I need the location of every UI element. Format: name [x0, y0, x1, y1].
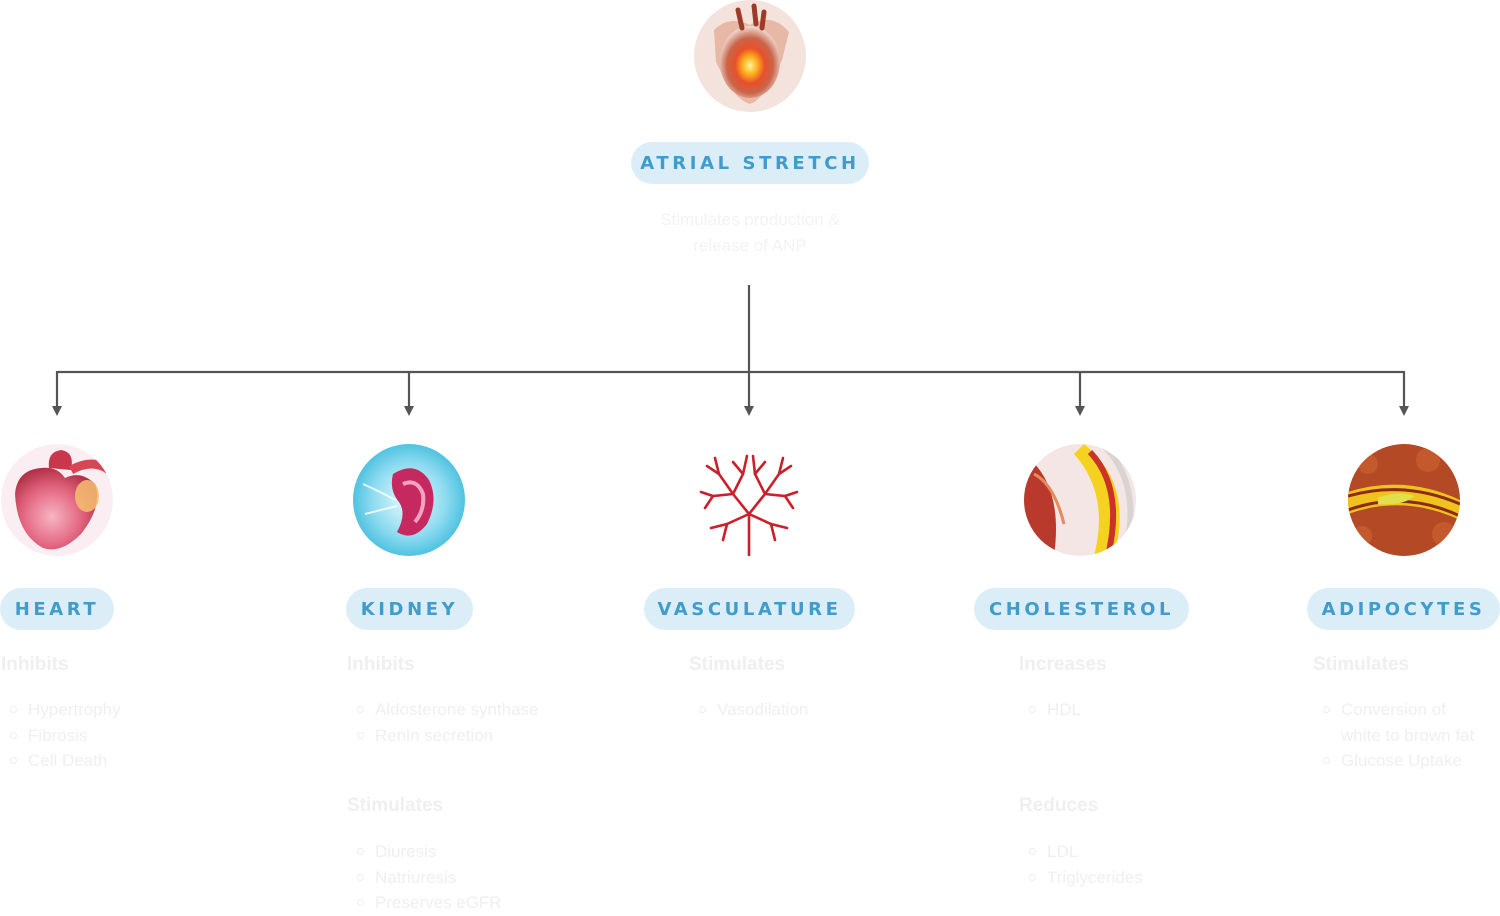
list-item: Hypertrophy: [0, 697, 190, 723]
cholesterol-label: CHOLESTEROL: [974, 588, 1189, 630]
kidney-inhibits-list: Aldosterone synthase Renin secretion: [347, 697, 607, 748]
vasculature-list: Vasodilation: [689, 697, 889, 723]
adipocytes-list: Conversion of white to brown fat Glucose…: [1313, 697, 1488, 774]
list-item: Natriuresis: [347, 865, 607, 891]
atrial-stretch-subtitle: Stimulates production & release of ANP: [660, 210, 840, 255]
list-item: Triglycerides: [1019, 865, 1219, 891]
heart-group-heading: Inhibits: [1, 654, 69, 675]
list-item: Cell Death: [0, 748, 190, 774]
list-item: HDL: [1019, 697, 1219, 723]
list-item: Renin secretion: [347, 723, 607, 749]
artery-plaque-icon: [1024, 444, 1136, 556]
cholesterol-increases-heading: Increases: [1019, 654, 1107, 675]
kidney-stimulates-list: Diuresis Natriuresis Preserves eGFR: [347, 839, 607, 916]
adipocytes-label: ADIPOCYTES: [1307, 588, 1500, 630]
heart-label: HEART: [0, 588, 114, 630]
list-item: Conversion of white to brown fat: [1313, 697, 1488, 748]
vasculature-heading: Stimulates: [689, 654, 786, 675]
heart-glow-icon: [694, 0, 806, 112]
list-item: Glucose Uptake: [1313, 748, 1488, 774]
kidney-icon: [353, 444, 465, 556]
list-item: Vasodilation: [689, 697, 889, 723]
vessels-icon: [693, 444, 805, 556]
cholesterol-increases-list: HDL: [1019, 697, 1219, 723]
kidney-label: KIDNEY: [346, 588, 473, 630]
list-item: LDL: [1019, 839, 1219, 865]
list-item: Diuresis: [347, 839, 607, 865]
list-item: Preserves eGFR: [347, 890, 607, 916]
kidney-stimulates-heading: Stimulates: [347, 795, 444, 816]
cholesterol-reduces-heading: Reduces: [1019, 795, 1099, 816]
kidney-inhibits-heading: Inhibits: [347, 654, 415, 675]
heart-inhibits-list: Hypertrophy Fibrosis Cell Death: [0, 697, 190, 774]
list-item: Fibrosis: [0, 723, 190, 749]
vasculature-label: VASCULATURE: [644, 588, 855, 630]
adipocytes-heading: Stimulates: [1313, 654, 1410, 675]
atrial-stretch-label: ATRIAL STRETCH: [631, 142, 869, 184]
heart-icon: [1, 444, 113, 556]
fat-tissue-icon: [1348, 444, 1460, 556]
cholesterol-reduces-list: LDL Triglycerides: [1019, 839, 1219, 890]
list-item: Aldosterone synthase: [347, 697, 607, 723]
